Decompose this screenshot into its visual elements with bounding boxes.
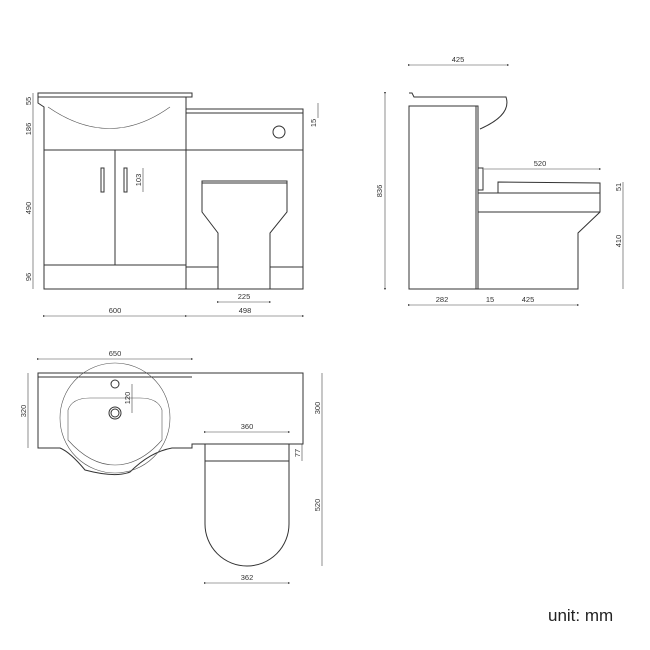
dim-total-height: 836: [375, 185, 384, 198]
toilet-pan-side: [478, 192, 601, 290]
toilet-pan-front: [201, 180, 288, 290]
dim-total-width: 650: [109, 349, 122, 358]
top-view: 650 320 120 300 360 77 520 362: [19, 349, 323, 585]
dim-pan-height: 410: [614, 235, 623, 248]
dim-basin-height: 186: [24, 123, 33, 136]
door-handle-left: [100, 167, 105, 193]
door-handle-right: [123, 167, 128, 193]
toilet-pan-top: [204, 443, 290, 567]
dim-tap-to-waste: 120: [123, 392, 132, 405]
dim-pan-projection: 425: [522, 295, 535, 304]
dim-seat-hinge: 77: [293, 449, 302, 457]
side-view: 425 836 520 51 410 282 15 425: [375, 55, 624, 307]
dim-top-pan-length: 520: [313, 499, 322, 512]
basin-bowl: [47, 106, 171, 129]
dim-pan-base: 225: [238, 292, 251, 301]
dim-door-height: 490: [24, 202, 33, 215]
counter-top: [37, 372, 304, 476]
wc-unit: [185, 108, 304, 290]
front-view: 55 186 490 96 103 15 225 600 498: [24, 92, 319, 318]
dim-seat-width: 360: [241, 422, 254, 431]
flush-button-icon: [272, 125, 286, 139]
toilet-seat-side: [497, 181, 601, 193]
dim-plinth-height: 96: [24, 273, 33, 281]
vanity-body: [37, 97, 187, 290]
dim-unit-depth: 300: [313, 402, 322, 415]
dim-gap: 15: [486, 295, 494, 304]
dim-side-basin-depth: 425: [452, 55, 465, 64]
tap-hole-icon: [110, 379, 120, 389]
cabinet-side: [408, 105, 477, 290]
dim-basin-lip: 55: [24, 97, 33, 105]
unit-label: unit: mm: [548, 606, 614, 625]
dim-pan-width: 362: [241, 573, 254, 582]
waste-icon: [108, 406, 122, 420]
basin-rim: [59, 362, 171, 474]
dim-vanity-width: 600: [109, 306, 122, 315]
dim-side-pan-length: 520: [534, 159, 547, 168]
dim-top-step: 15: [309, 119, 318, 127]
basin-bowl-top: [67, 397, 163, 466]
basin-top: [37, 92, 193, 98]
dim-cabinet-depth: 282: [436, 295, 449, 304]
dim-seat-thickness: 51: [614, 183, 623, 191]
dim-top-basin-depth: 320: [19, 405, 28, 418]
dim-wc-width: 498: [239, 306, 252, 315]
dim-handle-length: 103: [134, 174, 143, 187]
basin-side: [409, 92, 508, 130]
